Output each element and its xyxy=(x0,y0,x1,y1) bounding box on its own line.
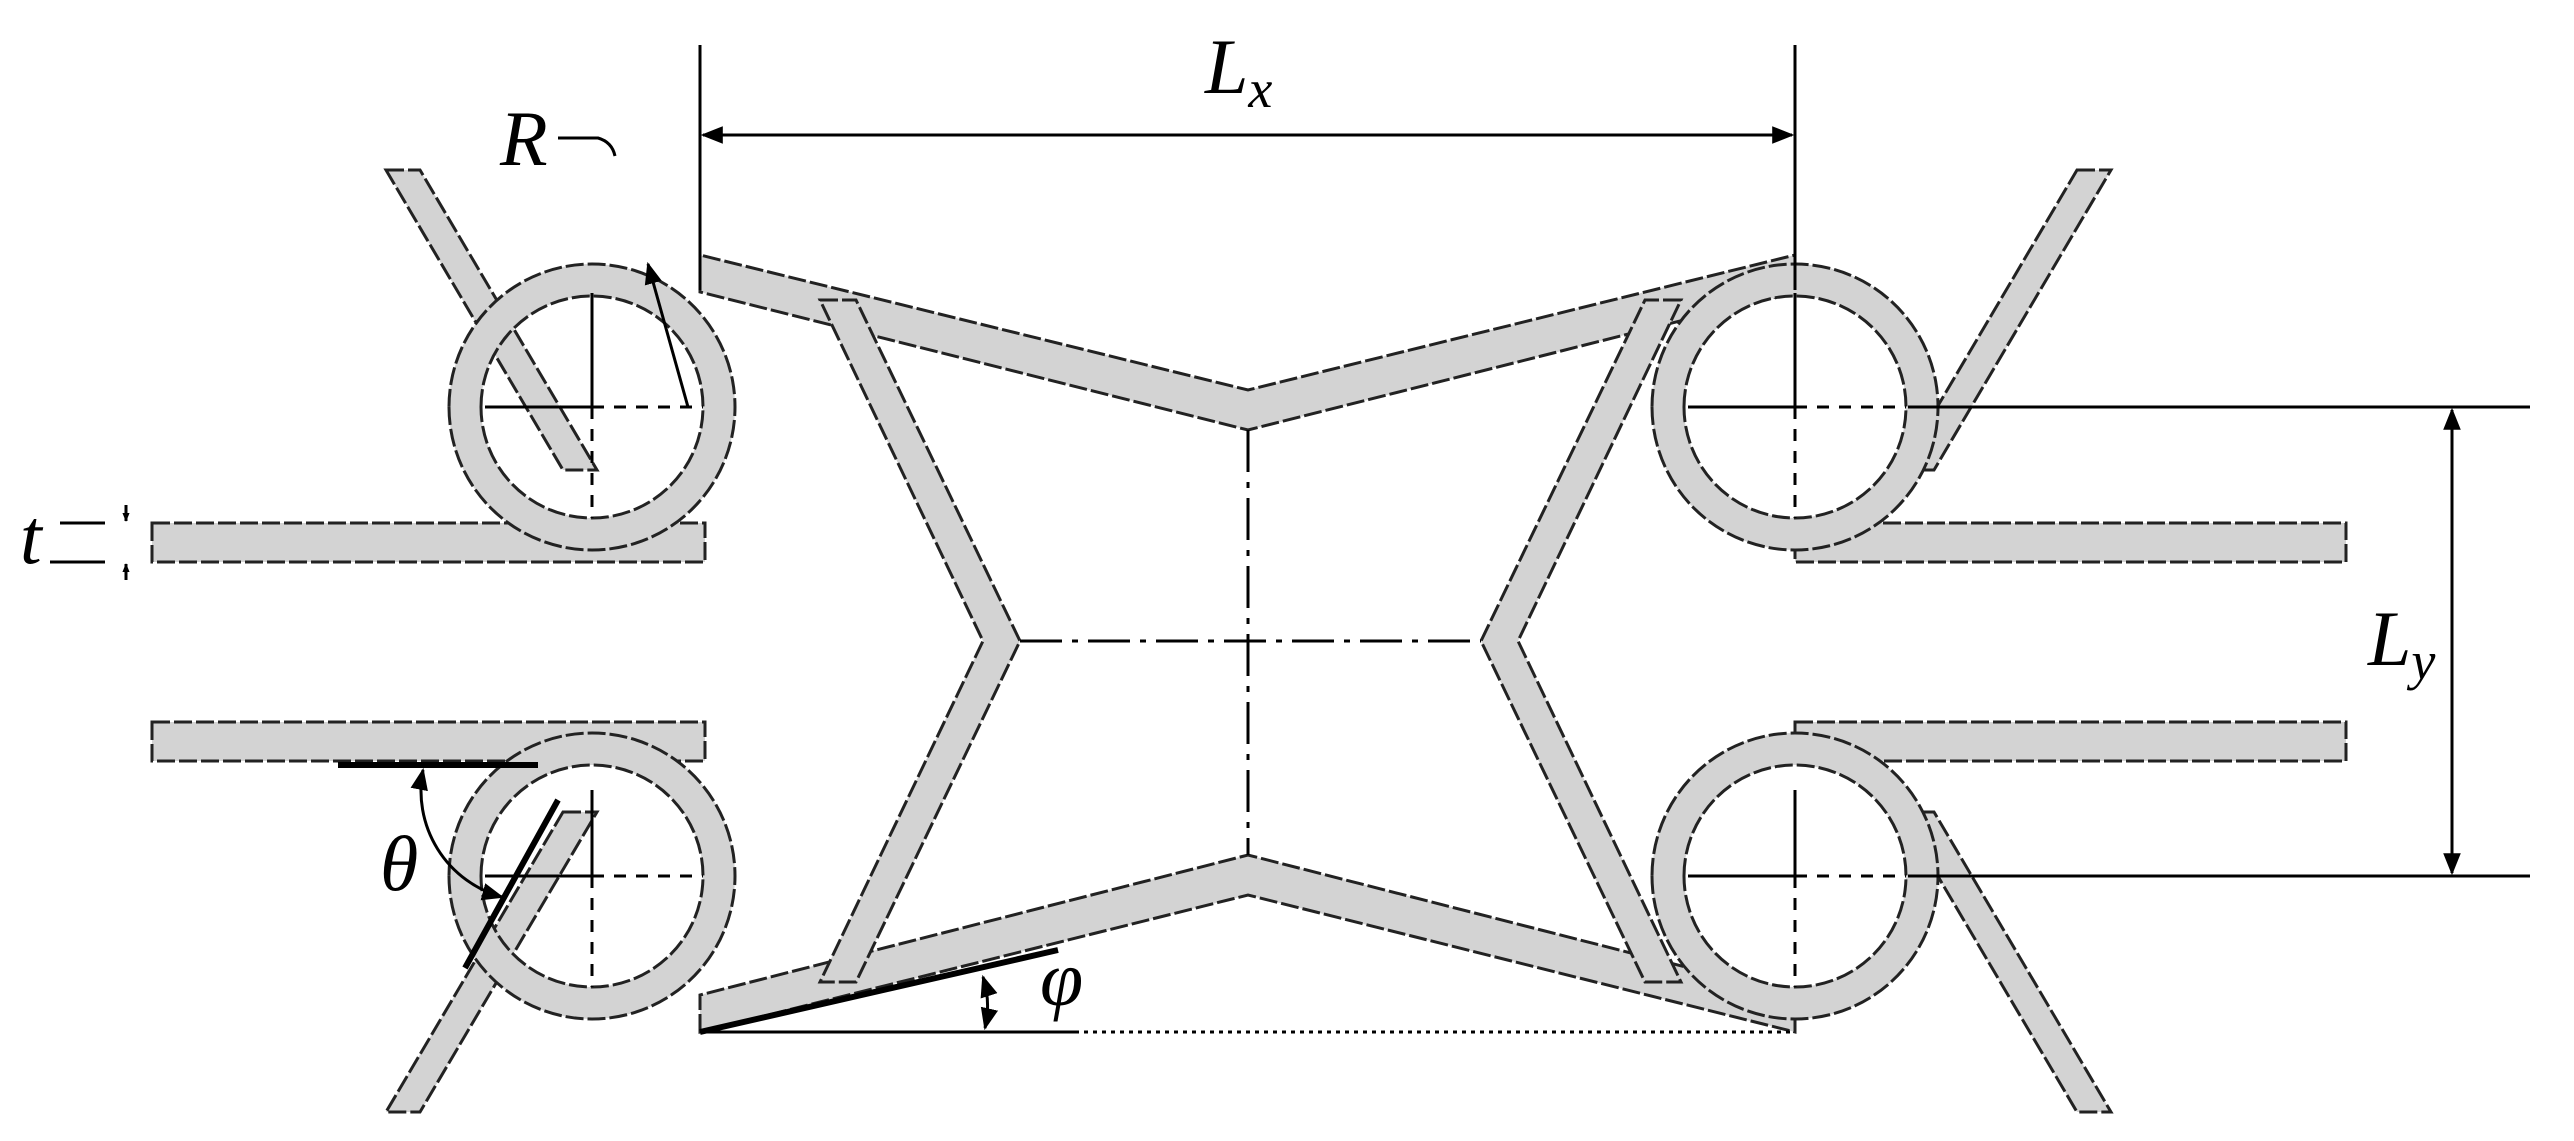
ly-label: Ly xyxy=(2367,595,2435,691)
r-radius-line xyxy=(644,261,690,408)
dimensions: Lx R Ly t θ φ xyxy=(20,23,2530,1035)
structure xyxy=(150,168,2348,1114)
center-mark-top-right xyxy=(1688,293,1797,409)
ring-bottom-left xyxy=(447,731,737,1021)
horizontal-strip-bottom-right xyxy=(1793,720,2348,763)
side-chevron-right xyxy=(1479,298,1684,984)
phi-angle-arc xyxy=(980,974,999,1031)
phi-label: φ xyxy=(1040,935,1083,1022)
center-mark-bottom-right-dashed xyxy=(1793,874,1906,987)
ring-top-left xyxy=(447,262,737,552)
center-mark-bottom-right xyxy=(1688,790,1797,878)
r-leader-line xyxy=(558,136,617,157)
phi-reference-inclined xyxy=(699,947,1059,1035)
theta-angle-arc xyxy=(410,767,505,901)
r-label: R xyxy=(499,95,548,182)
center-lines xyxy=(485,293,1906,987)
theta-label: θ xyxy=(380,820,418,907)
horizontal-strip-top-right xyxy=(1793,521,2348,564)
center-mark-top-left xyxy=(485,293,594,409)
theta-reference-inclined xyxy=(462,798,561,970)
center-mark-bottom-left-dashed xyxy=(590,874,703,987)
center-mark-top-right-dashed xyxy=(1793,405,1906,518)
center-mark-top-left-dashed xyxy=(590,405,703,518)
lx-label: Lx xyxy=(1204,23,1272,119)
t-label: t xyxy=(20,493,44,580)
inclined-strip-top-right xyxy=(1897,168,2114,472)
side-chevron-left xyxy=(817,298,1022,984)
